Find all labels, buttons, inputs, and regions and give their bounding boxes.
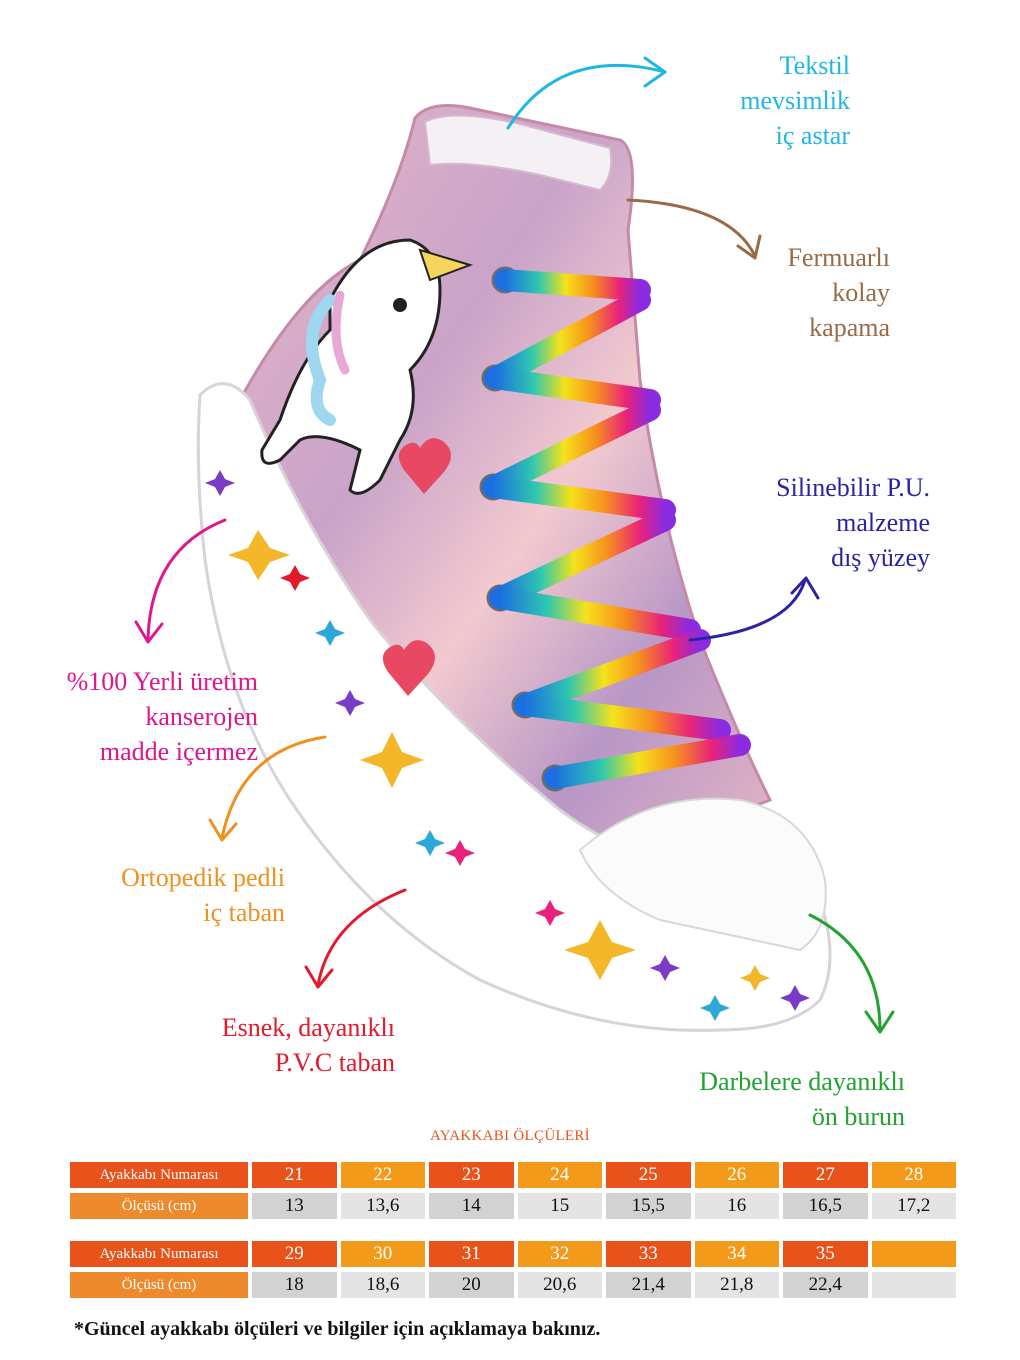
callout-toe-line-1: Darbelere dayanıklı (699, 1067, 905, 1096)
callout-lining-line-3: iç astar (775, 121, 850, 150)
size-cell: 24 (517, 1162, 602, 1188)
cm-cell: 20,6 (517, 1272, 602, 1298)
callout-zipper-line-2: kolay (832, 278, 890, 307)
size-cell: 35 (783, 1241, 868, 1267)
cm-cell: 18,6 (340, 1272, 425, 1298)
cm-cell: 21,8 (694, 1272, 779, 1298)
callout-local-line-1: %100 Yerli üretim (66, 667, 258, 696)
callout-lining-line-1: Tekstil (779, 51, 850, 80)
size-cell: 32 (517, 1241, 602, 1267)
size-cell: 30 (340, 1241, 425, 1267)
callout-sole-line-2: P.V.C taban (274, 1048, 395, 1077)
cm-cell: 20 (429, 1272, 514, 1298)
size-cell: 26 (694, 1162, 779, 1188)
callout-surface-line-1: Silinebilir P.U. (776, 473, 930, 502)
size-cell: 21 (252, 1162, 337, 1188)
cm-cell: 15,5 (606, 1193, 691, 1219)
callout-insole: Ortopedik pedli iç taban (80, 860, 285, 930)
callout-surface: Silinebilir P.U. malzeme dış yüzey (740, 470, 930, 575)
callout-toe-line-2: ön burun (811, 1102, 905, 1131)
footnote: *Güncel ayakkabı ölçüleri ve bilgiler iç… (74, 1318, 601, 1340)
callout-local-line-3: madde içermez (99, 737, 258, 766)
callout-surface-line-3: dış yüzey (831, 543, 930, 572)
callout-sole: Esnek, dayanıklı P.V.C taban (180, 1010, 395, 1080)
cm-cell: 21,4 (606, 1272, 691, 1298)
size-row-label: Ayakkabı Numarası (70, 1162, 248, 1188)
size-cell: 33 (606, 1241, 691, 1267)
callout-insole-line-1: Ortopedik pedli (121, 863, 285, 892)
size-cell: 34 (694, 1241, 779, 1267)
size-cell: 27 (783, 1162, 868, 1188)
size-row-label: Ayakkabı Numarası (70, 1241, 248, 1267)
callout-surface-line-2: malzeme (836, 508, 930, 537)
size-table-title: AYAKKABI ÖLÇÜLERİ (430, 1128, 590, 1144)
callout-lining-line-2: mevsimlik (740, 86, 850, 115)
cm-row-1: Ölçüsü (cm) 13 13,6 14 15 15,5 16 16,5 1… (70, 1193, 960, 1219)
cm-row-label: Ölçüsü (cm) (70, 1193, 248, 1219)
size-cell: 22 (340, 1162, 425, 1188)
cm-cell: 17,2 (871, 1193, 956, 1219)
cm-cell: 16,5 (783, 1193, 868, 1219)
size-cell: 28 (871, 1162, 956, 1188)
cm-cell: 22,4 (783, 1272, 868, 1298)
cm-row-2: Ölçüsü (cm) 18 18,6 20 20,6 21,4 21,8 22… (70, 1272, 960, 1298)
callout-lining: Tekstil mevsimlik iç astar (730, 48, 850, 153)
cm-row-label: Ölçüsü (cm) (70, 1272, 248, 1298)
size-row-1: Ayakkabı Numarası 21 22 23 24 25 26 27 2… (70, 1162, 960, 1188)
size-cell: 25 (606, 1162, 691, 1188)
callout-zipper: Fermuarlı kolay kapama (760, 240, 890, 345)
size-cell: 29 (252, 1241, 337, 1267)
callout-sole-line-1: Esnek, dayanıklı (221, 1013, 395, 1042)
shoe-illustration (196, 104, 832, 1032)
size-cell: 23 (429, 1162, 514, 1188)
callout-zipper-line-1: Fermuarlı (787, 243, 890, 272)
size-cell: 31 (429, 1241, 514, 1267)
size-row-2: Ayakkabı Numarası 29 30 31 32 33 34 35 (70, 1241, 960, 1267)
size-cell (871, 1241, 956, 1267)
cm-cell: 13,6 (340, 1193, 425, 1219)
callout-local-line-2: kanserojen (145, 702, 258, 731)
cm-cell: 16 (694, 1193, 779, 1219)
callout-insole-line-2: iç taban (203, 898, 285, 927)
cm-cell: 15 (517, 1193, 602, 1219)
cm-cell: 13 (252, 1193, 337, 1219)
cm-cell (871, 1272, 956, 1298)
callout-zipper-line-3: kapama (809, 313, 890, 342)
callout-toe: Darbelere dayanıklı ön burun (660, 1064, 905, 1134)
cm-cell: 18 (252, 1272, 337, 1298)
cm-cell: 14 (429, 1193, 514, 1219)
callout-local: %100 Yerli üretim kanserojen madde içerm… (40, 664, 258, 769)
